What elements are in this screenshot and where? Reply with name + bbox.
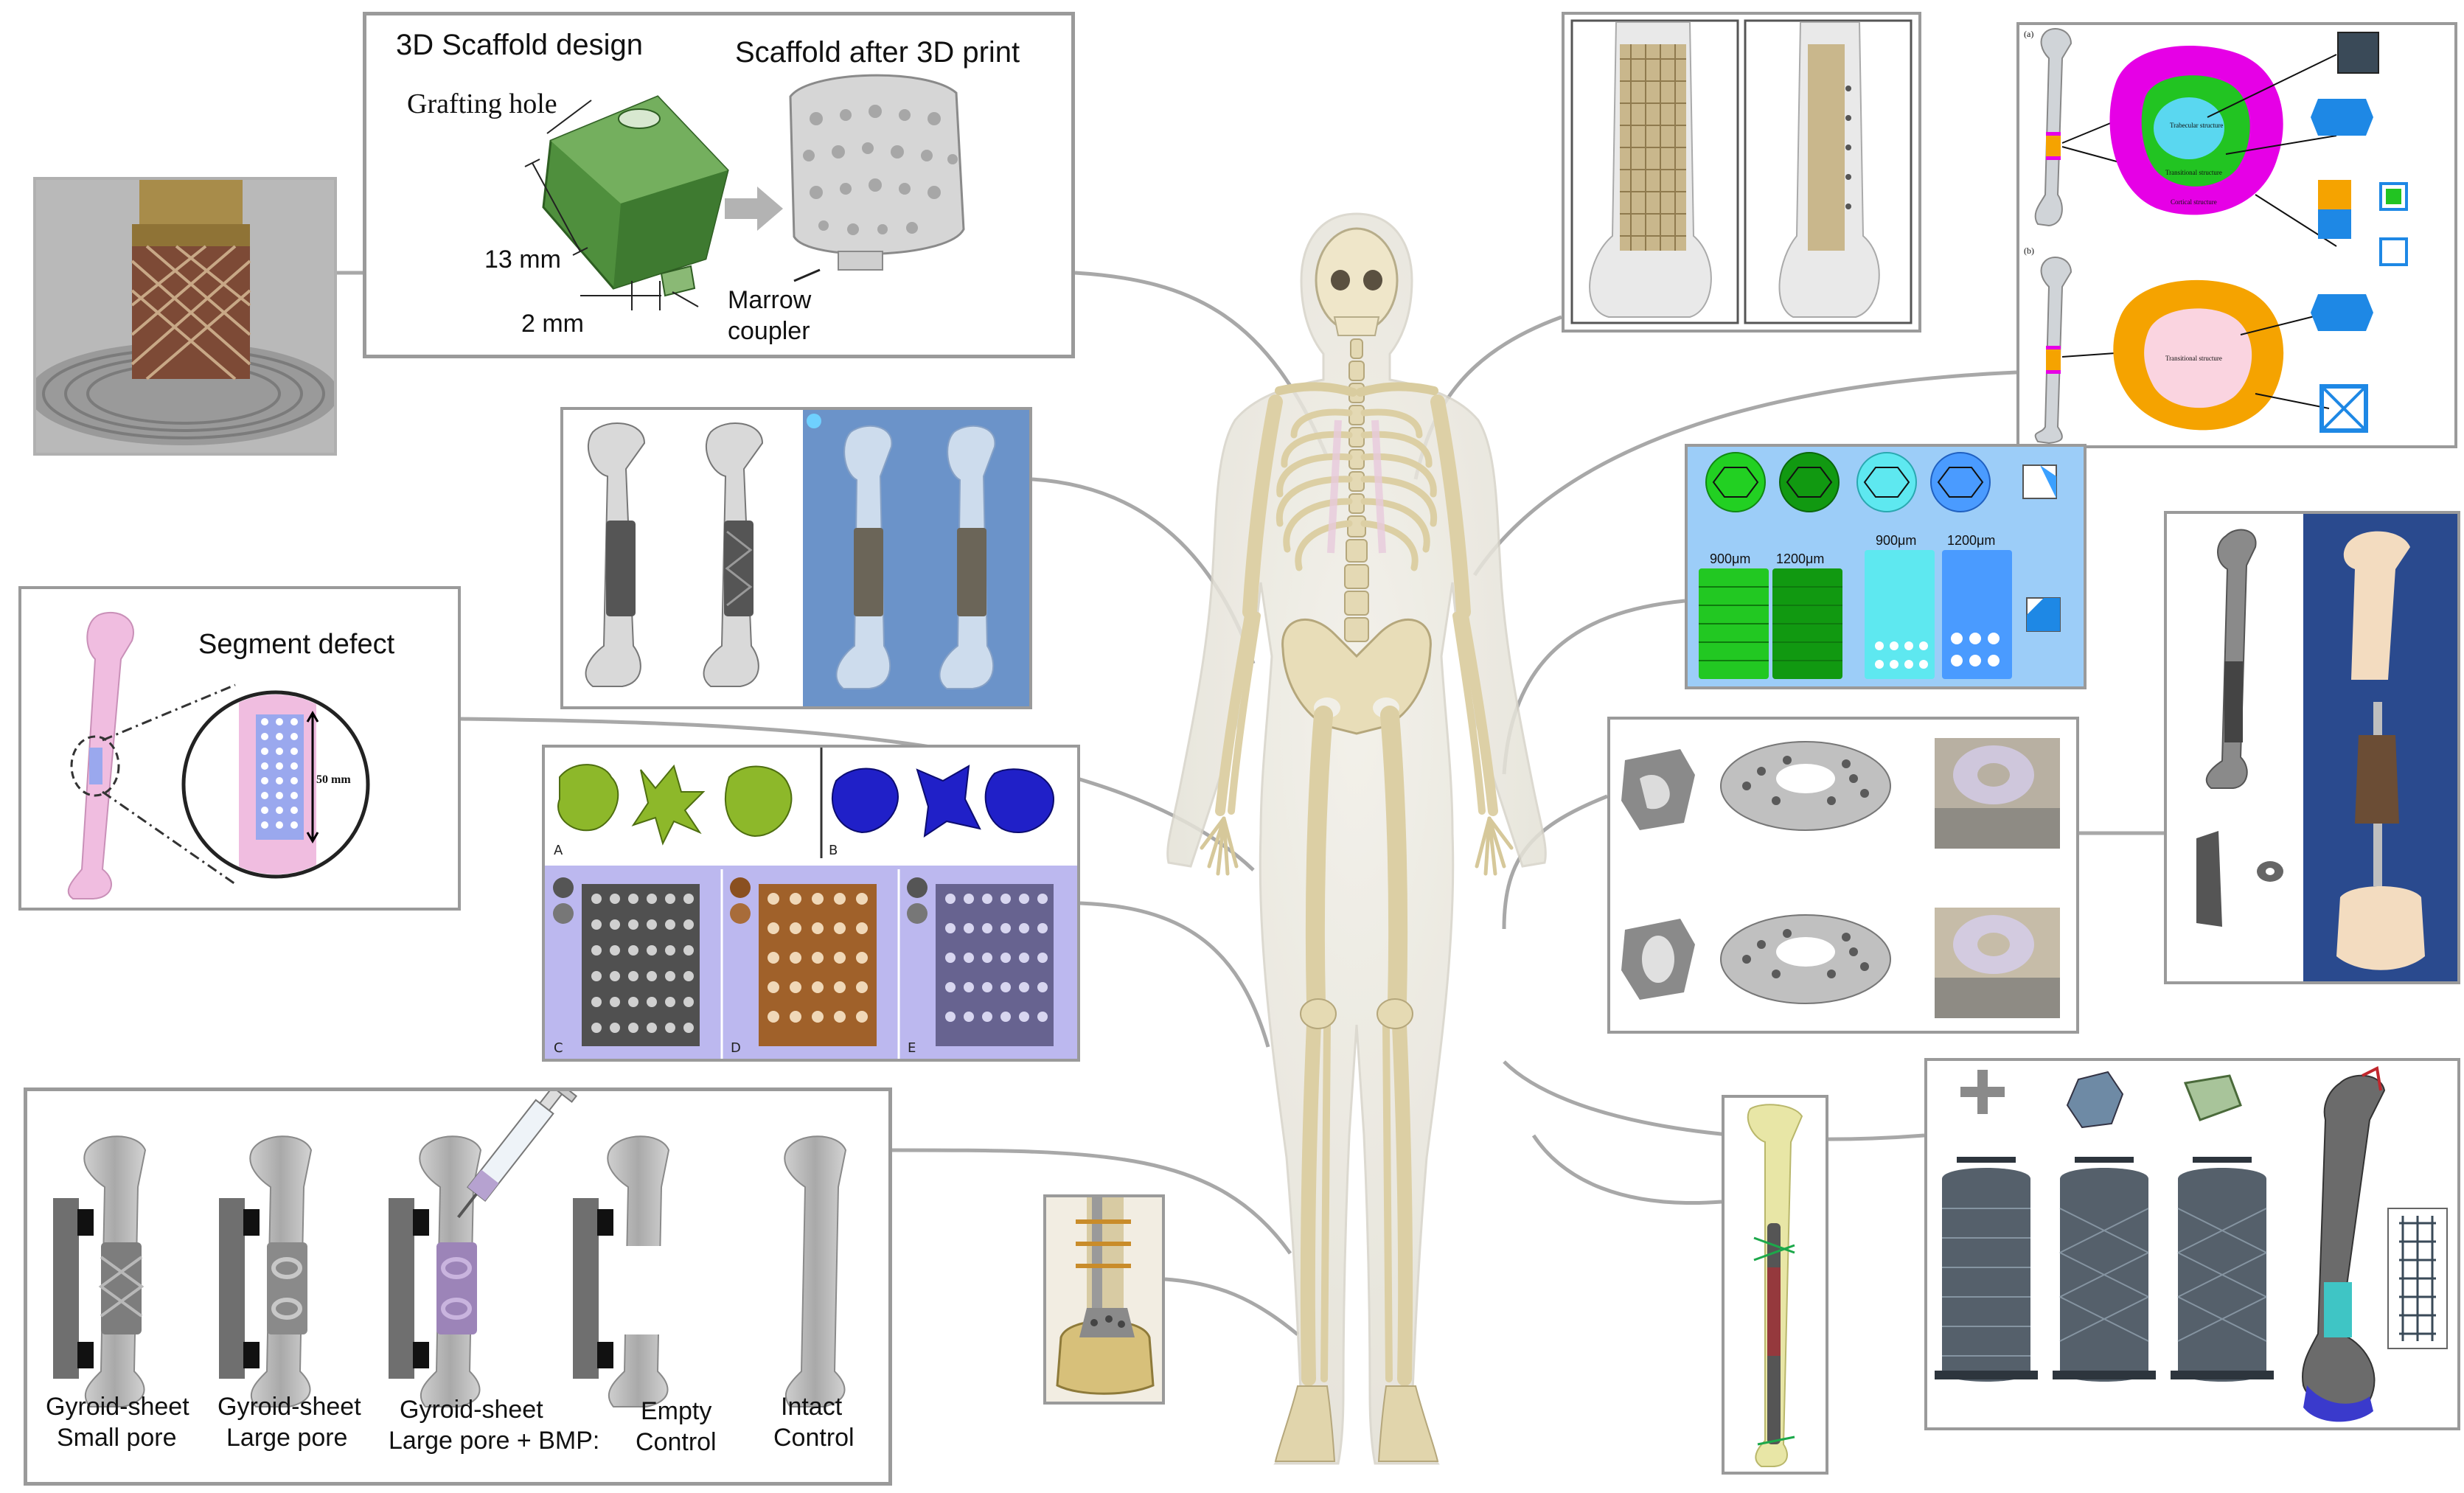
pore-cylinders-panel: 900μm 1200μm 900μm 1200μm <box>1685 444 2087 689</box>
group4-line2: Control <box>636 1428 717 1456</box>
tpms-label-c: C <box>554 1040 563 1056</box>
segment-defect-title: Segment defect <box>198 629 395 660</box>
section-label-b: (b) <box>2024 246 2034 256</box>
group3-line1: Gyroid-sheet <box>400 1396 543 1424</box>
scaffold-compression-photo <box>33 177 337 456</box>
scaffold-design-panel: 3D Scaffold design Scaffold after 3D pri… <box>363 12 1075 358</box>
tpms-label-b: B <box>829 843 838 858</box>
group4-line1: Empty <box>641 1397 712 1425</box>
marrow-coupler-label-2: coupler <box>728 317 810 345</box>
dimension-13mm: 13 mm <box>484 246 561 274</box>
group2-line1: Gyroid-sheet <box>217 1393 361 1421</box>
pore-label-900-b: 900μm <box>1876 533 1917 548</box>
rat-femur-drawing <box>53 1091 847 1407</box>
group5-line2: Control <box>773 1424 855 1452</box>
pore-label-900-a: 900μm <box>1710 551 1751 566</box>
femur-stem-panel <box>2164 511 2460 984</box>
cross-section-drawing <box>2034 28 2408 445</box>
grafting-hole-label: Grafting hole <box>407 88 557 119</box>
femur-implant-panel <box>560 407 1032 709</box>
porous-ring-panel <box>1607 717 2079 1034</box>
trabecular-label: Trabecular structure <box>2170 122 2224 129</box>
transitional-label-a: Transitional structure <box>2165 169 2222 176</box>
tpms-structures-panel: A B C D E <box>542 745 1080 1062</box>
tpms-label-e: E <box>908 1040 916 1056</box>
segment-defect-panel: Segment defect 50 mm <box>18 586 461 911</box>
transitional-label-b: Transitional structure <box>2165 355 2222 362</box>
group5-line1: Intact <box>781 1393 843 1421</box>
scaffold-design-drawing <box>524 74 965 310</box>
print-title: Scaffold after 3D print <box>735 36 1020 69</box>
cortical-label: Cortical structure <box>2171 198 2217 206</box>
pore-label-1200-b: 1200μm <box>1947 533 1996 548</box>
dimension-2mm: 2 mm <box>521 310 584 338</box>
design-title: 3D Scaffold design <box>396 29 644 61</box>
marrow-coupler-label-1: Marrow <box>728 286 812 314</box>
group3-line2: Large pore + BMP: <box>389 1427 600 1455</box>
tpms-label-d: D <box>731 1040 741 1056</box>
segment-defect-measure: 50 mm <box>316 773 351 786</box>
human-skeleton-figure <box>1166 212 1547 1465</box>
group2-line2: Large pore <box>226 1424 348 1452</box>
femur-lattice-panel <box>1562 12 1921 333</box>
group1-line2: Small pore <box>57 1424 177 1452</box>
cross-section-design-panel: (a) (b) Trabecular structure Transitiona… <box>2016 22 2457 448</box>
rat-femur-groups-panel: Gyroid-sheet Small pore Gyroid-sheet Lar… <box>24 1087 892 1486</box>
pore-cylinders-drawing <box>1688 447 2084 686</box>
tpms-label-a: A <box>554 843 563 858</box>
section-label-a: (a) <box>2024 29 2034 39</box>
distal-femur-plate-panel <box>1043 1194 1165 1405</box>
segment-defect-drawing <box>67 611 370 899</box>
pore-label-1200-a: 1200μm <box>1776 551 1825 566</box>
group1-line1: Gyroid-sheet <box>46 1393 189 1421</box>
lattice-scaffold-panel <box>1924 1058 2460 1430</box>
tibia-nail-panel <box>1722 1095 1828 1475</box>
